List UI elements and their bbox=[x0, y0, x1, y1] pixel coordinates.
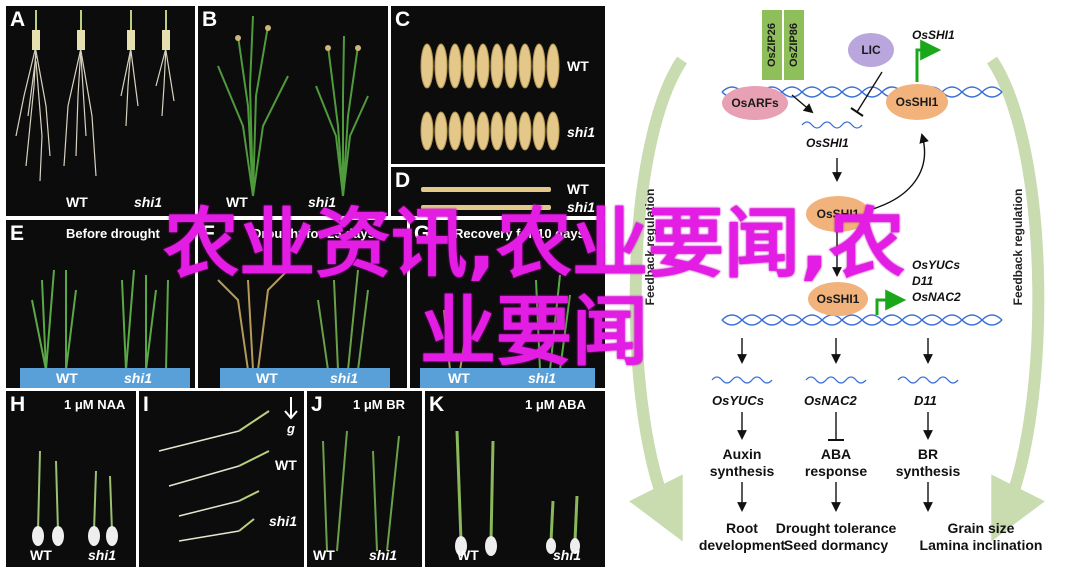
panel-letter-c: C bbox=[395, 8, 411, 31]
oszip86-box: OsZIP86 bbox=[784, 10, 804, 80]
label-shi1: shi1 bbox=[330, 370, 359, 386]
label-shi1: shi1 bbox=[308, 194, 337, 210]
recovery-plants-graphic bbox=[420, 274, 595, 388]
panel-letter-b: B bbox=[202, 8, 218, 31]
label-shi1: shi1 bbox=[528, 370, 557, 386]
panel-letter-k: K bbox=[429, 393, 445, 416]
label-wt: WT bbox=[66, 194, 88, 210]
panel-title: Recovery for 10 days bbox=[454, 226, 585, 241]
panel-letter-h: H bbox=[10, 393, 26, 416]
side-target-2: D11 bbox=[912, 274, 934, 288]
panel-k: K 1 μM ABA WT shi1 bbox=[425, 391, 605, 567]
grains-side-graphic bbox=[421, 187, 551, 210]
label-shi1: shi1 bbox=[134, 194, 163, 210]
label-wt: WT bbox=[56, 370, 78, 386]
label-wt: WT bbox=[457, 547, 479, 563]
panel-e: E Before drought WT shi1 bbox=[6, 220, 195, 388]
feedback-arc-right bbox=[987, 56, 1045, 542]
oszip26-box: OsZIP26 bbox=[762, 10, 782, 80]
seedling-roots-graphic bbox=[15, 10, 175, 182]
osshi1-mrna-label: OsSHI1 bbox=[806, 136, 849, 150]
br-seedlings-graphic bbox=[322, 430, 400, 552]
label-wt: WT bbox=[256, 370, 278, 386]
panel-g: G Recovery for 10 days WT shi1 bbox=[410, 220, 605, 388]
feedback-label-right: Feedback regulation bbox=[1011, 188, 1025, 306]
label-wt: WT bbox=[30, 547, 52, 563]
feedback-arc-left bbox=[629, 56, 687, 542]
naa-seedlings-graphic bbox=[32, 450, 118, 546]
osshi1-protein-low: OsSHI1 bbox=[808, 282, 868, 316]
side-target-1: OsYUCs bbox=[912, 258, 961, 272]
panel-letter-j: J bbox=[311, 393, 323, 416]
dna-helix-bottom bbox=[721, 314, 1003, 326]
mrna-osnac2 bbox=[805, 376, 867, 384]
label-wt: WT bbox=[313, 547, 335, 563]
label-wt: WT bbox=[567, 58, 589, 74]
osshi1-promoter-label: OsSHI1 bbox=[912, 28, 955, 42]
mrna-osyucs bbox=[711, 376, 773, 384]
lic-oval: LIC bbox=[848, 33, 894, 67]
target-osnac2: OsNAC2 bbox=[804, 393, 857, 408]
panel-b: B WT shi1 bbox=[198, 6, 388, 216]
label-wt: WT bbox=[567, 181, 589, 197]
osarfs-oval: OsARFs bbox=[722, 86, 788, 120]
label-wt: WT bbox=[275, 457, 297, 473]
label-shi1: shi1 bbox=[369, 547, 398, 563]
mrna-d11 bbox=[897, 376, 959, 384]
drought-plants-graphic bbox=[217, 269, 390, 388]
aba-seedlings-graphic bbox=[455, 430, 580, 556]
inhibit-lic bbox=[856, 71, 883, 113]
side-target-3: OsNAC2 bbox=[912, 290, 961, 304]
panel-letter-e: E bbox=[10, 222, 25, 245]
arrow-osarfs bbox=[791, 94, 814, 114]
panel-j: J 1 μM BR WT shi1 bbox=[307, 391, 422, 567]
panel-c: C WT shi1 bbox=[391, 6, 605, 164]
regulation-pathway-diagram: OsZIP26 OsZIP86 LIC OsSHI1 OsARFs OsSHI1… bbox=[612, 0, 1068, 573]
promoter-arrow-top bbox=[915, 39, 942, 82]
feedback-label-left: Feedback regulation bbox=[643, 188, 657, 306]
label-shi1: shi1 bbox=[269, 513, 298, 529]
osshi1-protein-mid: OsSHI1 bbox=[806, 196, 870, 232]
gravitropism-seedlings-graphic bbox=[158, 397, 298, 542]
label-shi1: shi1 bbox=[567, 124, 596, 140]
panel-title: 1 μM NAA bbox=[64, 397, 126, 412]
panel-letter-a: A bbox=[10, 8, 26, 31]
panel-h: H 1 μM NAA WT shi1 bbox=[6, 391, 136, 567]
panel-f: F Drought for 25 days WT shi1 bbox=[198, 220, 407, 388]
panel-letter-f: F bbox=[202, 222, 215, 245]
target-osyucs: OsYUCs bbox=[712, 393, 765, 408]
grains-graphic bbox=[420, 43, 560, 151]
panel-a: A WT shi1 bbox=[6, 6, 195, 216]
label-wt: WT bbox=[226, 194, 248, 210]
label-shi1: shi1 bbox=[553, 547, 582, 563]
label-gravity: g bbox=[287, 421, 295, 436]
panel-letter-d: D bbox=[395, 169, 411, 192]
label-shi1: shi1 bbox=[124, 370, 153, 386]
arrow-autoregulation bbox=[861, 133, 929, 213]
label-shi1: shi1 bbox=[88, 547, 117, 563]
panel-d: D WT shi1 bbox=[391, 167, 605, 216]
label-wt: WT bbox=[448, 370, 470, 386]
osshi1-protein-top: OsSHI1 bbox=[886, 84, 948, 120]
panel-title: 1 μM BR bbox=[353, 397, 406, 412]
mrna-osshi1 bbox=[801, 121, 863, 129]
panel-title: 1 μM ABA bbox=[525, 397, 586, 412]
plants-tray-graphic bbox=[20, 269, 190, 388]
promoter-arrow-bottom bbox=[875, 289, 907, 315]
panel-title: Drought for 25 days bbox=[252, 226, 375, 241]
label-shi1: shi1 bbox=[567, 199, 596, 215]
panel-i: I g WT shi1 bbox=[139, 391, 304, 567]
mature-plants-graphic bbox=[217, 15, 369, 197]
panel-letter-g: G bbox=[414, 222, 431, 245]
panel-title: Before drought bbox=[66, 226, 160, 241]
panel-letter-i: I bbox=[143, 393, 149, 416]
target-d11: D11 bbox=[914, 393, 937, 408]
pathway-arrows bbox=[629, 39, 1045, 542]
